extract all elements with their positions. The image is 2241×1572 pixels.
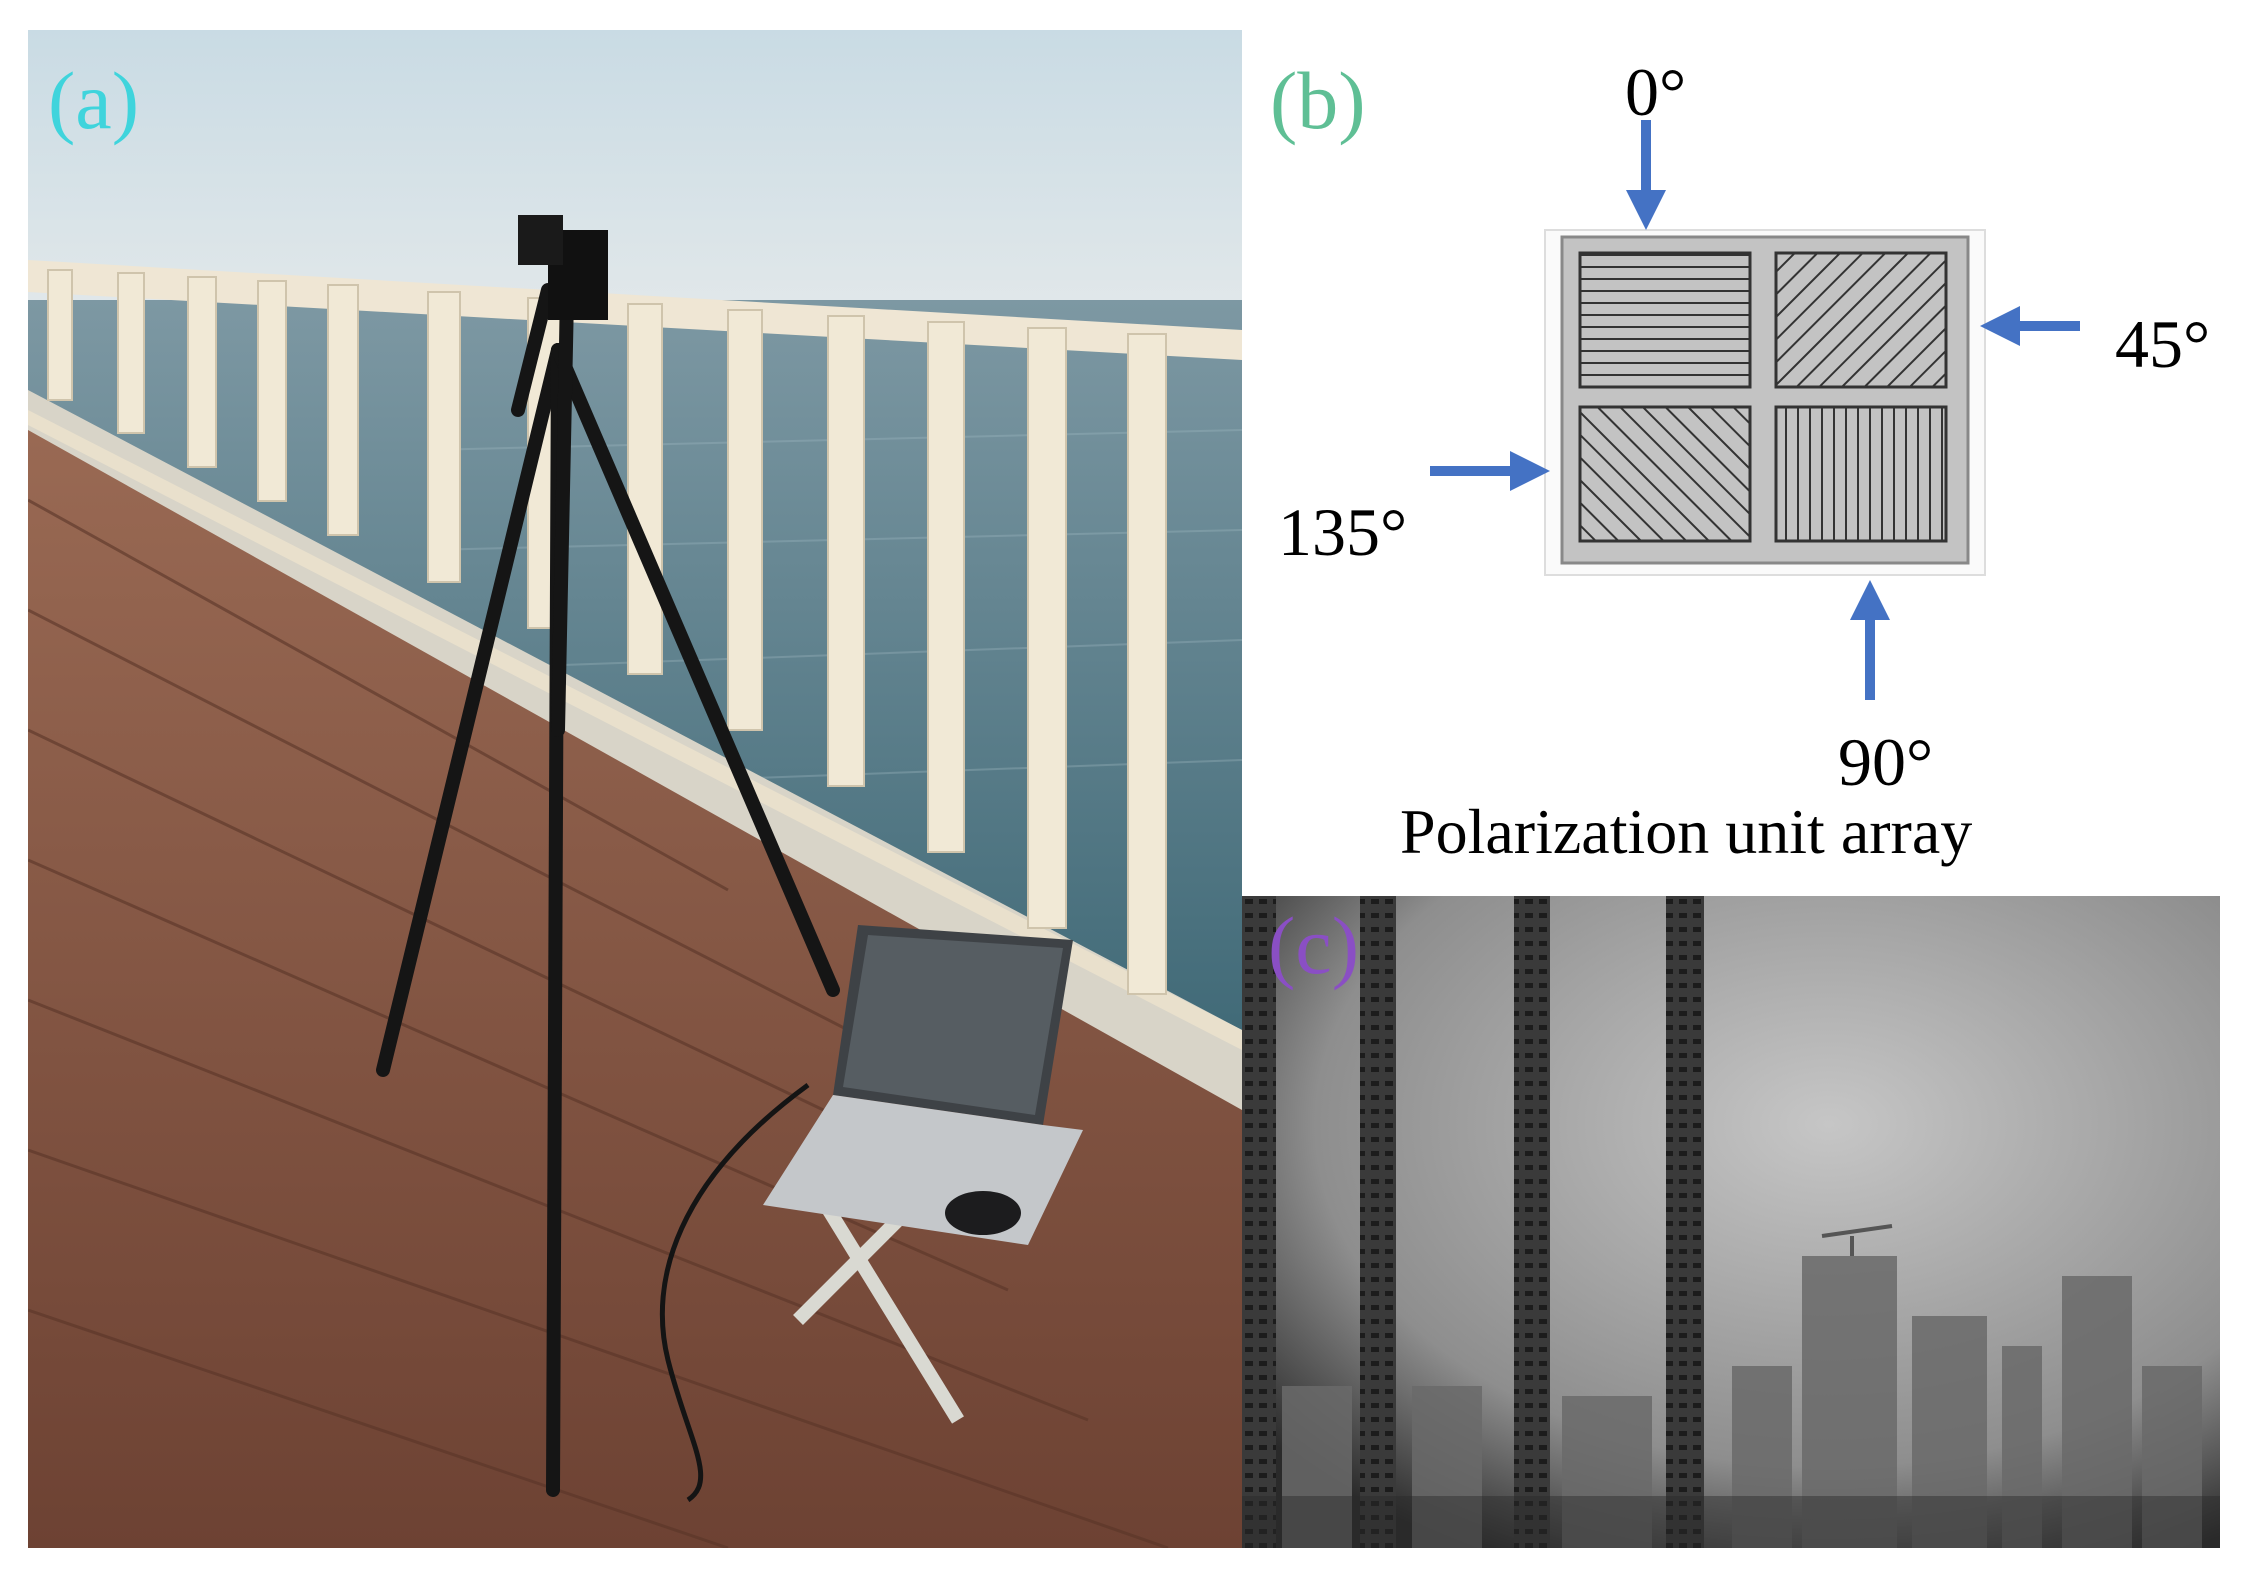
polarizer-cell-135deg [1578,405,1752,543]
diagram-caption: Polarization unit array [1400,796,1973,867]
panel-b-label: (b) [1270,55,1366,146]
angle-label-45: 45° [2115,306,2211,382]
panel-a-label: (a) [48,55,140,146]
polarizer-cell-0deg [1578,251,1752,389]
arrows-layer [1430,120,2080,700]
angle-label-0: 0° [1625,54,1687,130]
polarizer-cell-45deg [1774,251,1948,389]
polarization-unit-array-diagram [1544,229,1986,576]
photo-tripod-setup [28,30,1242,1548]
angle-label-90: 90° [1838,724,1934,800]
polarizer-cell-90deg [1774,405,1948,543]
polarization-camera-image [1242,896,2220,1548]
angle-label-135: 135° [1278,494,1408,570]
panel-c-label: (c) [1268,900,1360,991]
